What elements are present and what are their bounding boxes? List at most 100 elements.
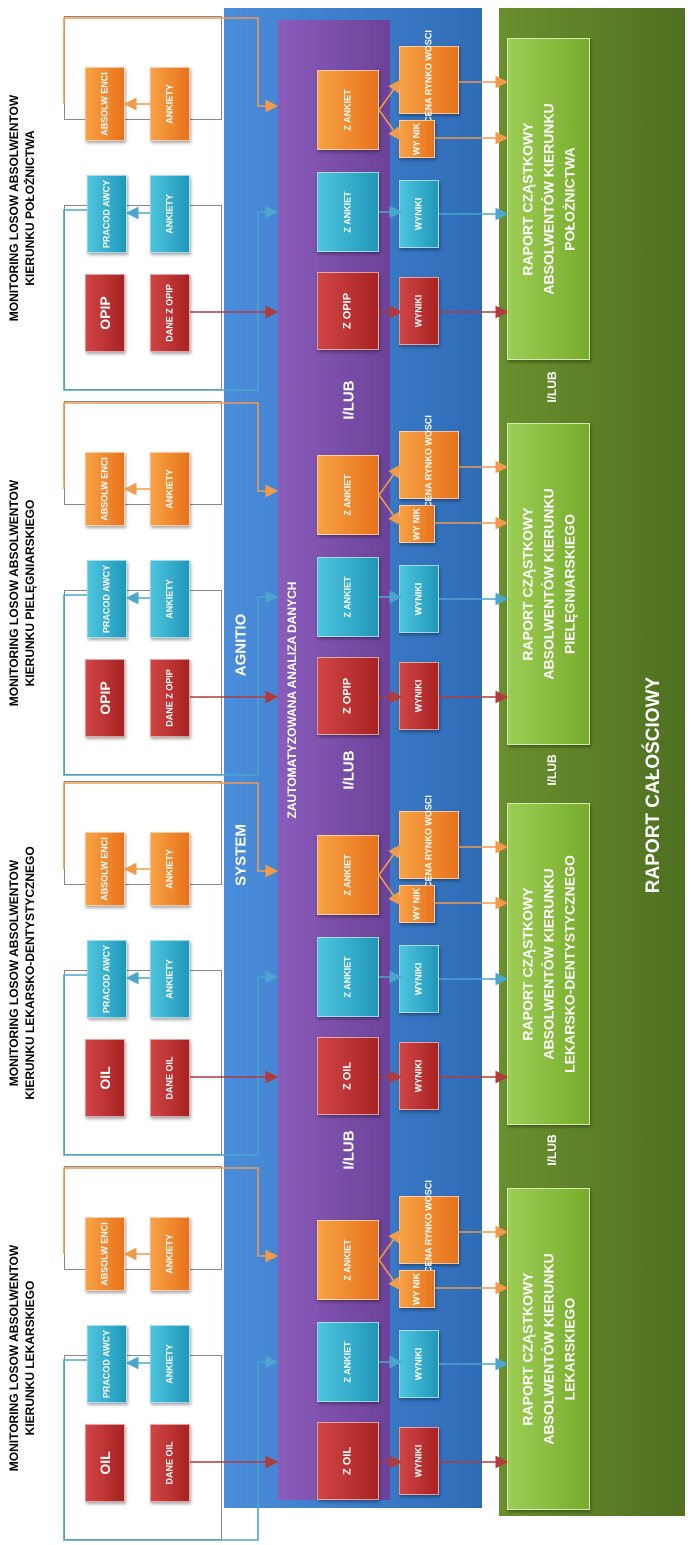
graduates-box[interactable]: ABSOLW ENCI [85, 67, 125, 141]
market-box[interactable]: OCENA RYNKO WOSCI [399, 795, 459, 895]
from-graduate-survey-box[interactable]: Z ANKIET [317, 455, 379, 535]
label-text: DANE Z OPIP [164, 284, 175, 342]
employers-survey-box[interactable]: ANKIETY [150, 1325, 190, 1403]
graduate-results-box[interactable]: WY NIK [399, 120, 435, 158]
label-text: WYNIKI [413, 197, 424, 231]
from-source-box[interactable]: Z OIL [317, 1422, 379, 1500]
from-graduate-survey-box[interactable]: Z ANKIET [317, 1220, 379, 1300]
section-title-line: MONITORING LOSOW ABSOLWENTOW [7, 479, 21, 707]
employers-box[interactable]: PRACOD AWCY [87, 175, 127, 253]
employer-results-box[interactable]: WYNIKI [399, 180, 439, 248]
source-results-box[interactable]: WYNIKI [399, 1427, 439, 1495]
label-text: PRACOD AWCY [101, 564, 112, 634]
or-label-analysis: I/LUB [340, 1130, 358, 1170]
label-text: Z ANKIET [342, 854, 353, 896]
employer-results-box[interactable]: WYNIKI [399, 1330, 439, 1398]
label-text: Z ANKIET [342, 1239, 353, 1281]
from-source-box[interactable]: Z OIL [317, 1037, 379, 1115]
from-source-box[interactable]: Z OPIP [317, 657, 379, 735]
source-data-box[interactable]: DANE OIL [150, 1424, 190, 1502]
label-text: Z OIL [341, 1061, 354, 1091]
from-employer-survey-box[interactable]: Z ANKIET [317, 1322, 379, 1402]
or-label-report: I/LUB [545, 754, 559, 786]
market-box[interactable]: OCENA RYNKO WOSCI [399, 415, 459, 515]
analysis-label: ZAUTOMATYZOWANA ANALIZA DANYCH [285, 581, 299, 819]
from-employer-survey-box[interactable]: Z ANKIET [317, 937, 379, 1017]
partial-report-line: RAPORT CZĄSTKOWY [519, 507, 535, 661]
employers-box[interactable]: PRACOD AWCY [87, 940, 127, 1018]
graduate-results-box[interactable]: WY NIK [399, 1270, 435, 1308]
source-data-box[interactable]: DANE Z OPIP [150, 659, 190, 737]
graduates-box[interactable]: ABSOLW ENCI [85, 832, 125, 906]
label-text: Z OIL [341, 1446, 354, 1476]
employer-results-box[interactable]: WYNIKI [399, 565, 439, 633]
label-text: Z OPIP [341, 292, 354, 330]
partial-report-line: RAPORT CZĄSTKOWY [519, 1272, 535, 1426]
from-graduate-survey-box[interactable]: Z ANKIET [317, 70, 379, 150]
label-text: OCENA RYNKO WOSCI [423, 795, 434, 895]
label-text: ABSOLW ENCI [99, 1222, 110, 1286]
partial-report-line: ABSOLWENTÓW KIERUNKU [540, 488, 556, 680]
label-text: Z ANKIET [342, 576, 353, 618]
employers-box[interactable]: PRACOD AWCY [87, 560, 127, 638]
label-text: Z ANKIET [342, 89, 353, 131]
source-data-box[interactable]: DANE OIL [150, 1039, 190, 1117]
employers-survey-box[interactable]: ANKIETY [150, 175, 190, 253]
market-box[interactable]: OCENA RYNKO WOSCI [399, 1180, 459, 1280]
graduates-survey-box[interactable]: ANKIETY [150, 452, 190, 526]
label-text: WYNIKI [413, 582, 424, 616]
source-box[interactable]: OPIP [85, 659, 125, 737]
label-text: ANKIETY [164, 469, 175, 509]
source-results-box[interactable]: WYNIKI [399, 1042, 439, 1110]
section-title-line: MONITORING LOSOW ABSOLWENTOW [7, 1244, 21, 1472]
or-label-analysis: I/LUB [340, 750, 358, 790]
source-box[interactable]: OIL [85, 1039, 125, 1117]
graduates-survey-box[interactable]: ANKIETY [150, 1217, 190, 1291]
label-text: OCENA RYNKO WOSCI [423, 30, 434, 130]
from-graduate-survey-box[interactable]: Z ANKIET [317, 835, 379, 915]
graduates-box[interactable]: ABSOLW ENCI [85, 1217, 125, 1291]
or-label-analysis: I/LUB [340, 380, 358, 420]
source-box[interactable]: OIL [85, 1424, 125, 1502]
label-text: ANKIETY [164, 84, 175, 124]
employers-box[interactable]: PRACOD AWCY [87, 1325, 127, 1403]
label-text: OIL [97, 1451, 113, 1475]
market-box[interactable]: OCENA RYNKO WOSCI [399, 30, 459, 130]
label-text: Z OPIP [341, 677, 354, 715]
from-source-box[interactable]: Z OPIP [317, 272, 379, 350]
from-employer-survey-box[interactable]: Z ANKIET [317, 172, 379, 252]
label-text: ANKIETY [164, 579, 175, 619]
employers-survey-box[interactable]: ANKIETY [150, 560, 190, 638]
label-text: ANKIETY [164, 194, 175, 234]
employers-survey-box[interactable]: ANKIETY [150, 940, 190, 1018]
from-employer-survey-box[interactable]: Z ANKIET [317, 557, 379, 637]
graduates-survey-box[interactable]: ANKIETY [150, 67, 190, 141]
label-text: WY NIK [411, 1272, 422, 1306]
source-results-box[interactable]: WYNIKI [399, 277, 439, 345]
graduate-results-box[interactable]: WY NIK [399, 505, 435, 543]
graduate-results-box[interactable]: WY NIK [399, 885, 435, 923]
partial-report-line: ABSOLWENTÓW KIERUNKU [540, 1253, 556, 1445]
label-text: WY NIK [411, 122, 422, 156]
source-results-box[interactable]: WYNIKI [399, 662, 439, 730]
partial-report-line: RAPORT CZĄSTKOWY [519, 122, 535, 276]
graduates-survey-box[interactable]: ANKIETY [150, 832, 190, 906]
label-text: WYNIKI [413, 1444, 424, 1478]
partial-report-line: POŁOŻNICTWA [561, 147, 577, 251]
partial-report-line: ABSOLWENTÓW KIERUNKU [540, 868, 556, 1060]
source-data-box[interactable]: DANE Z OPIP [150, 274, 190, 352]
graduates-box[interactable]: ABSOLW ENCI [85, 452, 125, 526]
source-box[interactable]: OPIP [85, 274, 125, 352]
employer-results-box[interactable]: WYNIKI [399, 945, 439, 1013]
